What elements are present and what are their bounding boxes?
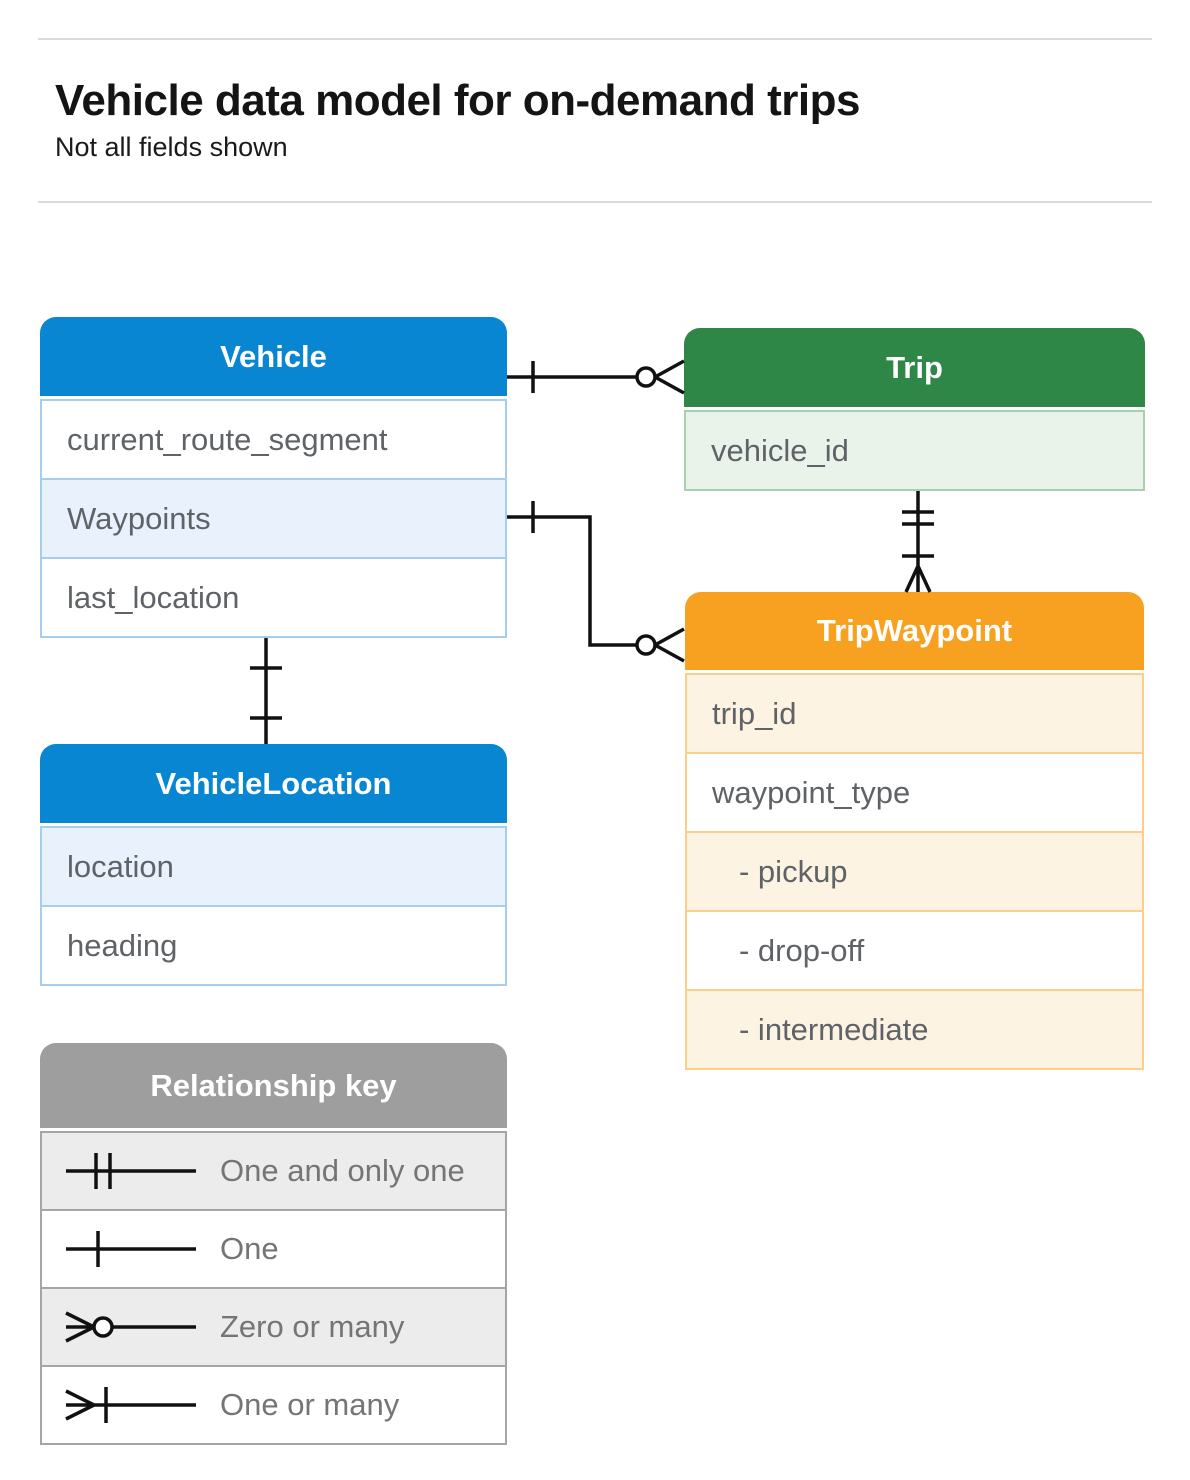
entity-vehicle-fields: current_route_segment Waypoints last_loc… [40,399,507,638]
field-row: location [42,828,505,905]
field-row: - drop-off [687,910,1142,989]
page-subtitle: Not all fields shown [55,132,288,162]
key-label: One or many [220,1387,400,1422]
entity-vehiclelocation-title: VehicleLocation [40,744,507,823]
entity-trip-fields: vehicle_id [684,410,1145,491]
connector-waypoints-tripwaypoint [507,501,685,663]
page-title: Vehicle data model for on-demand trips [55,76,860,125]
key-label: Zero or many [220,1309,405,1344]
field-row: trip_id [687,675,1142,752]
field-row: waypoint_type [687,752,1142,831]
relationship-key: Relationship key One and only one One [40,1043,507,1445]
connector-trip-tripwaypoint [902,491,934,593]
top-divider [38,38,1152,40]
entity-trip-title: Trip [684,328,1145,407]
key-row: One or many [42,1365,505,1443]
connector-vehicle-vehiclelocation [250,638,282,744]
relationship-key-rows: One and only one One Zero or many On [40,1131,507,1445]
key-row: Zero or many [42,1287,505,1365]
field-row: - pickup [687,831,1142,910]
key-row: One [42,1209,505,1287]
entity-tripwaypoint: TripWaypoint trip_id waypoint_type - pic… [685,592,1144,1070]
key-label: One and only one [220,1153,465,1188]
entity-trip: Trip vehicle_id [684,328,1145,491]
field-row: heading [42,905,505,984]
one-icon [66,1231,196,1267]
entity-tripwaypoint-title: TripWaypoint [685,592,1144,670]
field-row: - intermediate [687,989,1142,1068]
entity-vehicle: Vehicle current_route_segment Waypoints … [40,317,507,638]
one-or-many-icon [65,1387,196,1423]
entity-vehiclelocation: VehicleLocation location heading [40,744,507,986]
entity-vehiclelocation-fields: location heading [40,826,507,986]
key-label: One [220,1231,279,1266]
relationship-key-title: Relationship key [40,1043,507,1128]
connector-vehicle-trip [507,359,685,395]
field-row: last_location [42,557,505,636]
zero-or-many-icon [65,1311,196,1343]
entity-vehicle-title: Vehicle [40,317,507,396]
field-row: vehicle_id [686,412,1143,489]
header-divider [38,201,1152,203]
key-row: One and only one [42,1133,505,1209]
one-and-only-one-icon [66,1153,196,1189]
field-row: Waypoints [42,478,505,557]
entity-tripwaypoint-fields: trip_id waypoint_type - pickup - drop-of… [685,673,1144,1070]
field-row: current_route_segment [42,401,505,478]
